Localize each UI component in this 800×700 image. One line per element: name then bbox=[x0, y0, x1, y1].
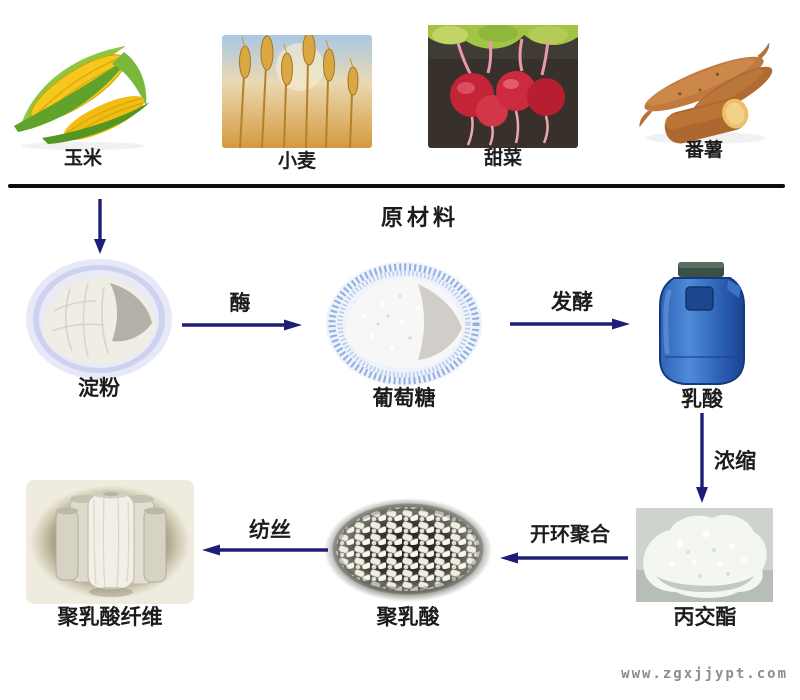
wheat-icon bbox=[222, 35, 372, 148]
material-label-sugar-beet: 甜菜 bbox=[483, 148, 522, 169]
material-label-sweet-potato: 番薯 bbox=[684, 140, 723, 161]
sweet-potato-icon bbox=[628, 40, 780, 148]
node-label-lactic-acid: 乳酸 bbox=[681, 387, 723, 411]
step-label-ring-opening: 开环聚合 bbox=[530, 524, 610, 546]
arrow-right-enzyme-icon bbox=[182, 318, 304, 332]
lactic-acid-drum-icon bbox=[654, 260, 750, 388]
corn-icon bbox=[8, 26, 158, 152]
step-label-spinning: 纺丝 bbox=[249, 518, 291, 542]
node-label-starch: 淀粉 bbox=[78, 376, 120, 400]
glucose-icon bbox=[322, 252, 486, 390]
pla-fiber-spools-icon bbox=[26, 480, 194, 604]
step-label-fermentation: 发酵 bbox=[551, 290, 593, 314]
step-label-concentration: 浓缩 bbox=[714, 449, 756, 473]
watermark-url: www.zgxjjypt.com bbox=[621, 666, 788, 682]
divider-line bbox=[8, 184, 785, 188]
arrow-down-raw-to-starch-icon bbox=[92, 199, 108, 255]
step-label-enzyme: 酶 bbox=[229, 291, 251, 315]
node-label-pla-fiber: 聚乳酸纤维 bbox=[57, 605, 163, 629]
node-label-glucose: 葡萄糖 bbox=[372, 386, 436, 410]
sugar-beet-icon bbox=[428, 25, 578, 148]
pla-pellets-icon bbox=[322, 497, 494, 605]
material-label-wheat: 小麦 bbox=[277, 151, 316, 172]
arrow-down-concentration-icon bbox=[694, 413, 710, 505]
lactide-icon bbox=[636, 508, 773, 602]
node-label-lactide: 丙交酯 bbox=[673, 605, 737, 629]
node-label-pla: 聚乳酸 bbox=[376, 605, 440, 629]
arrow-right-fermentation-icon bbox=[510, 317, 632, 331]
section-title: 原材料 bbox=[380, 205, 459, 230]
starch-icon bbox=[24, 253, 174, 379]
arrow-left-ring-opening-icon bbox=[498, 551, 628, 565]
arrow-left-spinning-icon bbox=[200, 543, 328, 557]
material-label-corn: 玉米 bbox=[63, 148, 102, 169]
